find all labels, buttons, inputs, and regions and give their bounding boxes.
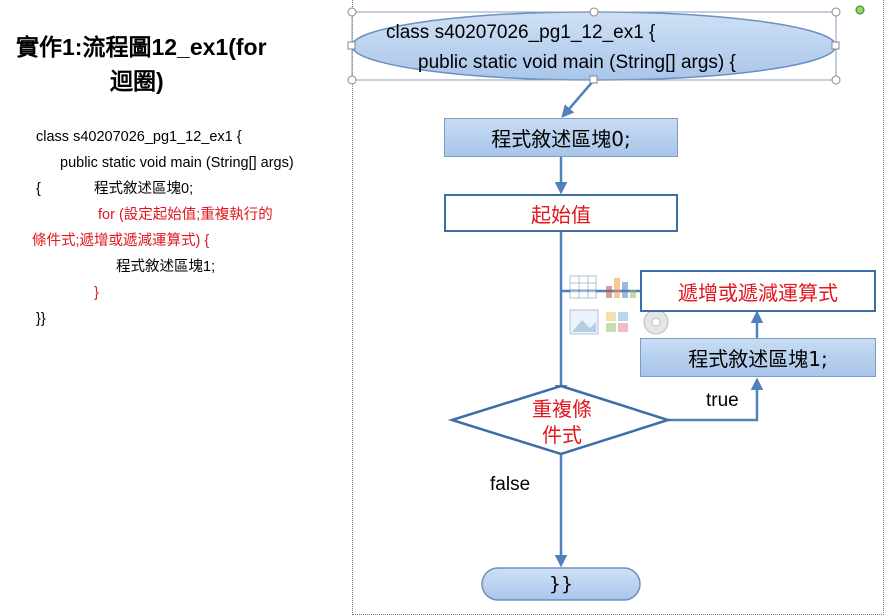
rotate-handle[interactable] [855, 5, 865, 15]
arrow-start-to-block0 [561, 79, 595, 118]
arrow-condition-true [668, 377, 764, 422]
true-label: true [706, 390, 739, 411]
condition-diamond [447, 384, 673, 456]
false-label: false [490, 474, 531, 495]
media-icon[interactable] [643, 309, 669, 335]
table-icon[interactable] [569, 275, 597, 299]
end-terminal-text: }} [548, 573, 574, 595]
update-process: 遞增或遞減運算式 [640, 270, 876, 312]
code-line-class: class s40207026_pg1_12_ex1 { [36, 129, 242, 145]
condition-text: 重複條 件式 [512, 396, 612, 448]
start-line2: public static void main (String[] args) … [418, 52, 736, 73]
code-block0-text: 程式敘述區塊0; [94, 181, 194, 197]
init-process: 起始值 [444, 194, 678, 232]
code-line-block0: { 程式敘述區塊0; [36, 176, 346, 202]
insert-toolbar [569, 275, 669, 335]
code-line-for-cont: 條件式;遞增或遞減運算式) { [32, 233, 210, 249]
condition-line2: 件式 [542, 423, 582, 447]
clipart-icon[interactable] [606, 312, 628, 332]
flowchart-canvas [352, 0, 884, 615]
slide-title-line1: 實作1:流程圖12_ex1(for [16, 34, 267, 60]
code-brace-open: { [36, 181, 41, 197]
code-line-for: for (設定起始值;重複執行的 [98, 207, 273, 223]
code-line-main: public static void main (String[] args) [60, 155, 294, 171]
slide-title: 實作1:流程圖12_ex1(for 迴圈) [10, 30, 340, 98]
end-terminal [481, 567, 641, 601]
code-line-close-for: } [94, 285, 99, 301]
picture-icon[interactable] [569, 309, 599, 335]
block0-process: 程式敘述區塊0; [444, 118, 678, 157]
start-terminal-text: class s40207026_pg1_12_ex1 { public stat… [386, 18, 836, 78]
code-line-block1: 程式敘述區塊1; [116, 259, 216, 275]
bar-chart-icon[interactable] [606, 278, 636, 298]
slide-title-line2: 迴圈) [110, 68, 164, 94]
condition-line1: 重複條 [532, 397, 592, 421]
code-line-close-all: }} [36, 311, 46, 327]
code-listing: class s40207026_pg1_12_ex1 { public stat… [32, 124, 346, 332]
selection-handles[interactable] [347, 7, 841, 85]
start-line1: class s40207026_pg1_12_ex1 { [386, 22, 656, 43]
block1-process: 程式敘述區塊1; [640, 338, 876, 377]
